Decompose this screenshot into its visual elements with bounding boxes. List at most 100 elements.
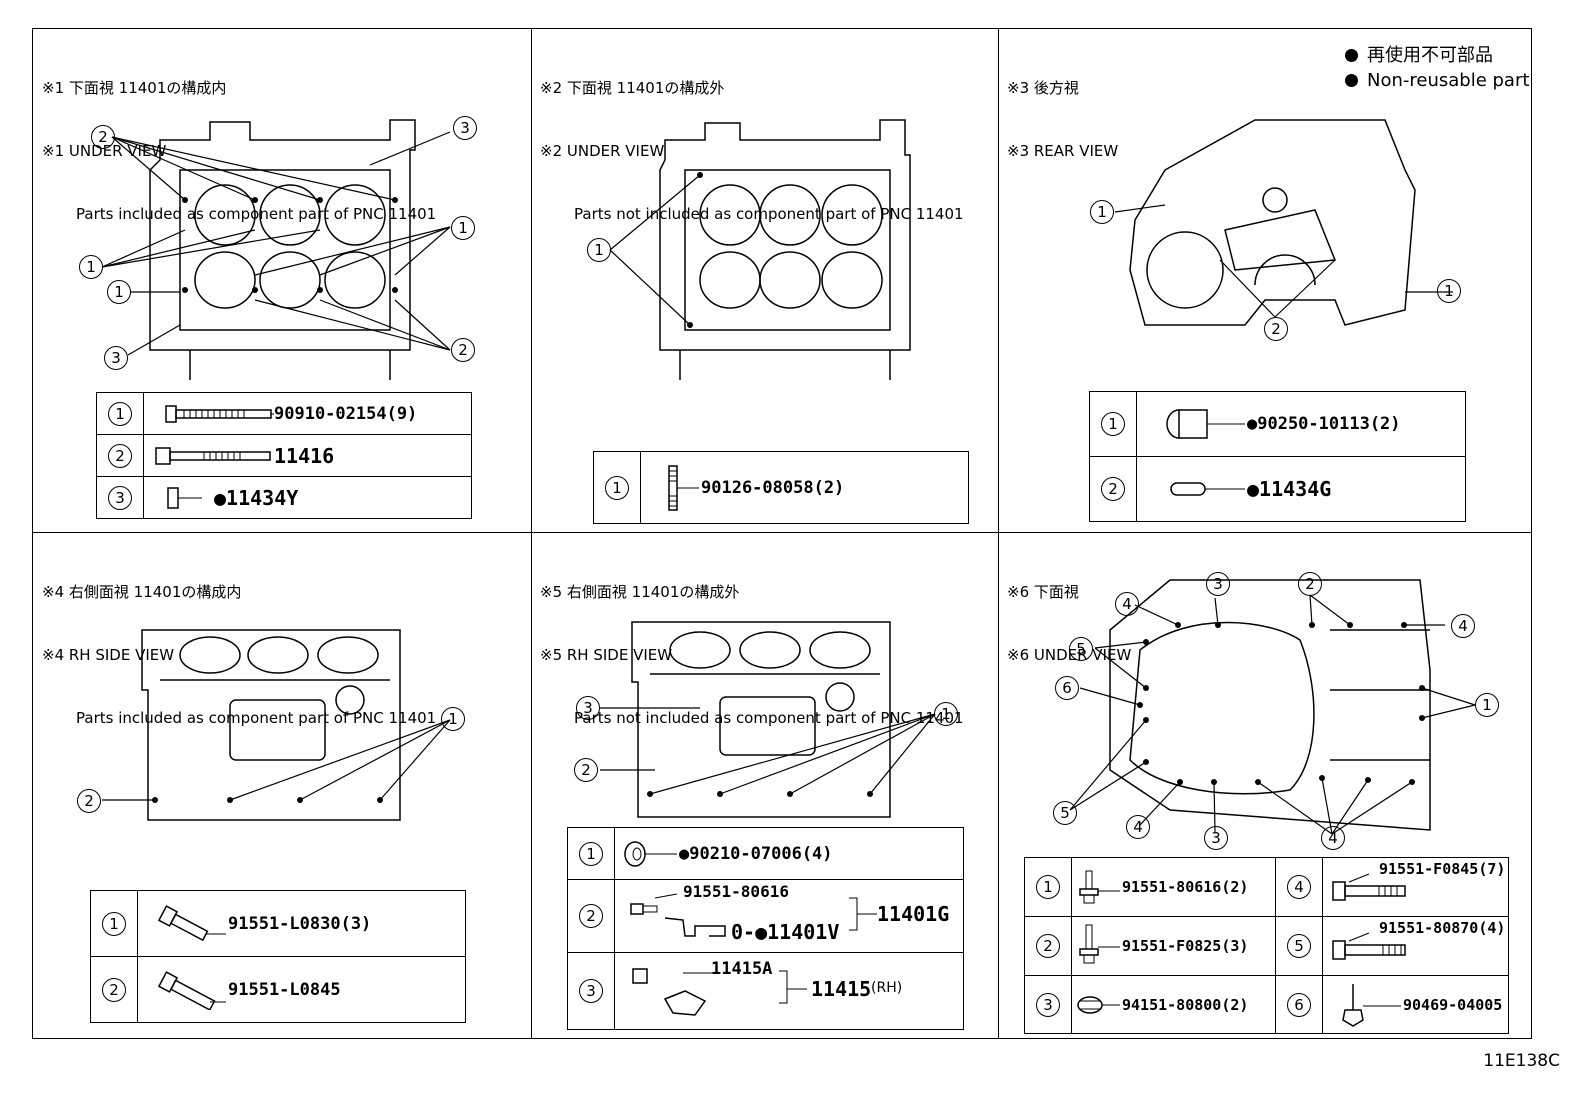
- callout-2: 2: [1264, 317, 1288, 341]
- panel-subtitle: Parts not included as component part of …: [574, 205, 964, 223]
- bolt-icon: [165, 404, 274, 423]
- bullet-icon: [1345, 49, 1358, 62]
- part-number: 90126-08058(2): [701, 477, 845, 498]
- callout-2: 2: [451, 338, 475, 362]
- callout-1: 1: [1475, 693, 1499, 717]
- pin-icon: [1170, 482, 1245, 496]
- engine-block-under-view-6: [1069, 579, 1476, 835]
- panel-title-jp: ※6 下面視: [1007, 583, 1079, 601]
- panel-subtitle: Parts included as component part of PNC …: [76, 205, 437, 223]
- callout-1: 1: [441, 707, 465, 731]
- part-number: ●90210-07006(4): [679, 843, 833, 864]
- row-number: 2: [108, 443, 132, 468]
- part-number: 91551-80616(2): [1122, 878, 1249, 896]
- stud-bolt-icon: [155, 446, 271, 465]
- drawing-code: 11E138C: [1483, 1051, 1560, 1071]
- parts-table-6: 1 91551-80616(2) 4 91551-F0845(7) 2 9155…: [1024, 857, 1509, 1034]
- callout-6: 6: [1055, 676, 1079, 700]
- parts-table-5: 1 ●90210-07006(4) 2 91551-80616 0-●11401…: [567, 827, 964, 1030]
- panel-title-jp: ※2 下面視 11401の構成外: [540, 79, 725, 97]
- flange-bolt-icon: [157, 904, 226, 941]
- callout-1: 1: [107, 280, 131, 304]
- row-number: 2: [579, 904, 603, 928]
- panel-3-header: ※3 後方視 ※3 REAR VIEW: [1007, 36, 1118, 183]
- callout-3: 3: [104, 346, 128, 370]
- panel-2-header: ※2 下面視 11401の構成外 ※2 UNDER VIEW Parts not…: [540, 36, 964, 246]
- engine-block-under-view-2: [609, 119, 911, 380]
- row-number: 2: [1036, 934, 1060, 958]
- row-number: 1: [102, 911, 126, 936]
- part-number: 90910-02154(9): [274, 403, 418, 424]
- row-number: 3: [579, 979, 603, 1003]
- panel-title-en: ※5 RH SIDE VIEW: [540, 646, 673, 664]
- plug-icon: [1166, 409, 1245, 439]
- stud-icon: [668, 464, 699, 511]
- row-number: 1: [1036, 875, 1060, 899]
- bracket-line: [849, 897, 877, 931]
- parts-table-4: 1 91551-L0830(3) 2 91551-L0845: [90, 890, 466, 1023]
- part-number: 11415: [811, 977, 872, 1001]
- row-number: 2: [102, 977, 126, 1002]
- part-number: 11416: [274, 443, 335, 468]
- row-number: 1: [108, 401, 132, 426]
- callout-3: 3: [453, 116, 477, 140]
- engine-block-rh-side-view-2: [600, 621, 936, 818]
- flange-bolt-icon: [157, 970, 226, 1010]
- legend-jp: 再使用不可部品: [1367, 45, 1493, 66]
- part-number: 91551-L0830(3): [228, 913, 372, 934]
- parts-table-1: 1 90910-02154(9) 2 11416 3 ●11434Y: [96, 392, 472, 519]
- nut-icon: [1077, 995, 1120, 1014]
- part-number: 91551-80616: [683, 882, 789, 901]
- part-number: ●90250-10113(2): [1247, 414, 1401, 434]
- flange-bolt-icon: [1079, 870, 1120, 904]
- pin-icon: [167, 486, 202, 509]
- legend-en: Non-reusable part: [1367, 70, 1530, 91]
- bullet-icon: [1345, 74, 1358, 87]
- part-number: 91551-L0845: [228, 979, 341, 1000]
- side-note: (RH): [871, 980, 903, 996]
- callout-4: 4: [1321, 826, 1345, 850]
- callout-2: 2: [91, 125, 115, 149]
- row-number: 5: [1287, 934, 1311, 958]
- diagram-frame: [32, 28, 1532, 1039]
- legend: 再使用不可部品 Non-reusable part: [1345, 43, 1529, 93]
- divider: [32, 532, 1532, 533]
- callout-4: 4: [1126, 815, 1150, 839]
- panel-title-jp: ※1 下面視 11401の構成内: [42, 79, 227, 97]
- callout-1: 1: [587, 238, 611, 262]
- callout-1: 1: [934, 702, 958, 726]
- panel-title-jp: ※4 右側面視 11401の構成内: [42, 583, 242, 601]
- panel-1-header: ※1 下面視 11401の構成内 ※1 UNDER VIEW Parts inc…: [42, 36, 436, 246]
- part-number: ●11434G: [1247, 477, 1332, 501]
- engine-block-under-view-1: [101, 119, 451, 380]
- clip-icon: [1342, 983, 1401, 1027]
- part-number: 11401G: [877, 902, 950, 926]
- panel-title-en: ※3 REAR VIEW: [1007, 142, 1119, 160]
- part-number: 91551-F0825(3): [1122, 937, 1249, 955]
- callout-1: 1: [451, 216, 475, 240]
- flange-bolt-icon: [1332, 873, 1406, 901]
- panel-title-en: ※4 RH SIDE VIEW: [42, 646, 175, 664]
- row-number: 1: [1101, 412, 1125, 436]
- row-number: 3: [108, 485, 132, 510]
- callout-3: 3: [576, 696, 600, 720]
- engine-block-rh-side-view: [102, 629, 451, 821]
- callout-4: 4: [1451, 614, 1475, 638]
- part-number: 90469-04005: [1403, 995, 1503, 1014]
- bracket-line: [779, 970, 807, 1004]
- divider: [998, 28, 999, 1039]
- parts-table-3: 1 ●90250-10113(2) 2 ●11434G: [1089, 391, 1466, 522]
- panel-title-jp: ※3 後方視: [1007, 79, 1079, 97]
- parts-table-2: 1 90126-08058(2): [593, 451, 969, 524]
- row-number: 2: [1101, 477, 1125, 501]
- callout-2: 2: [1298, 572, 1322, 596]
- knock-sensor-icon: [630, 893, 726, 937]
- flange-bolt-icon: [1079, 924, 1120, 964]
- part-number: 11415A: [711, 959, 773, 979]
- panel-title-en: ※2 UNDER VIEW: [540, 142, 665, 160]
- engine-block-rear-view: [1114, 119, 1453, 326]
- callout-1: 1: [1090, 200, 1114, 224]
- callout-1: 1: [79, 255, 103, 279]
- callout-4: 4: [1115, 592, 1139, 616]
- row-number: 1: [579, 841, 603, 866]
